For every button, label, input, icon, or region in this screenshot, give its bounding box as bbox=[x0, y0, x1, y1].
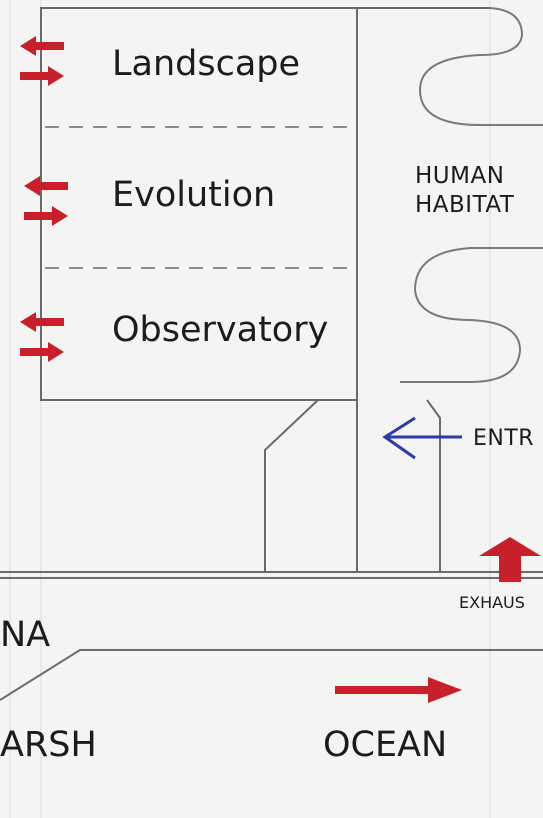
zone-label-marsh: ARSH bbox=[0, 725, 97, 765]
double-arrow-icon bbox=[20, 312, 64, 362]
zone-label-habitat: HABITAT bbox=[415, 192, 515, 218]
habitat-curve-bottom bbox=[400, 247, 543, 383]
habitat-curve-top bbox=[418, 7, 543, 126]
room-label-evolution: Evolution bbox=[112, 175, 276, 215]
left-arrow-icon bbox=[382, 416, 462, 460]
room-label-observatory: Observatory bbox=[112, 310, 329, 350]
zone-label-entry: ENTR bbox=[473, 426, 535, 451]
double-arrow-icon bbox=[24, 176, 68, 226]
zone-label-left-top: NA bbox=[0, 615, 51, 655]
up-arrow-icon bbox=[479, 537, 541, 582]
zone-label-human: HUMAN bbox=[415, 163, 505, 189]
entry-connector bbox=[264, 399, 319, 572]
zone-label-exhaust: EXHAUS bbox=[459, 593, 525, 612]
double-arrow-icon bbox=[20, 36, 64, 86]
marsh-edge bbox=[0, 649, 543, 701]
zone-label-ocean: OCEAN bbox=[323, 725, 448, 765]
right-arrow-icon bbox=[335, 677, 462, 703]
room-label-landscape: Landscape bbox=[112, 44, 301, 84]
